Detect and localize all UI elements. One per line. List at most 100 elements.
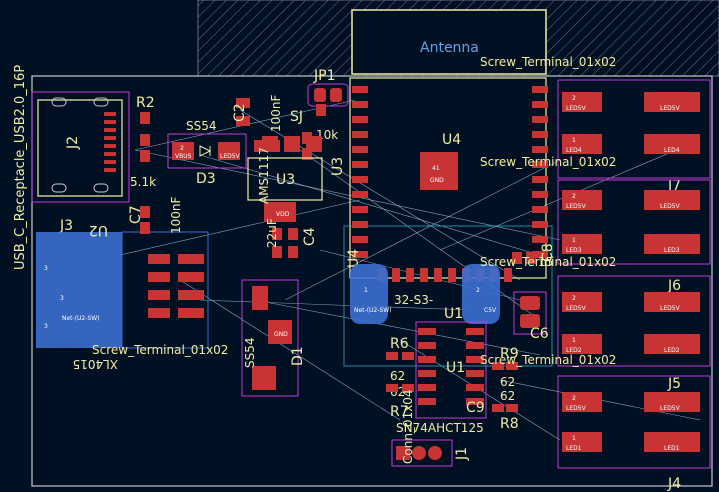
- u4-right-pads: [532, 86, 548, 258]
- c7-capacitor: C7 100nF: [128, 196, 183, 234]
- svg-text:VDD: VDD: [276, 211, 290, 218]
- c6-c8-capacitors: C6 15 C8: [512, 243, 556, 342]
- u1-buffer: U1 U1 SN74AHCT125 C9: [396, 306, 487, 435]
- jp1-jumper: JP1 SJ 10k: [290, 68, 349, 160]
- d3-diode: SS54 2 VBUS LED5V D3: [167, 119, 247, 187]
- svg-text:LED2: LED2: [664, 347, 680, 354]
- d1-value: SS54: [243, 337, 257, 368]
- svg-text:LED4: LED4: [664, 147, 680, 154]
- svg-text:1: 1: [572, 237, 576, 244]
- j3-ref: J3: [59, 218, 73, 234]
- svg-text:LED5V: LED5V: [220, 153, 241, 160]
- sj-ref: SJ: [290, 109, 303, 125]
- ss54-top-value: SS54: [186, 119, 217, 133]
- d1-diode: GND D1 SS54: [241, 279, 306, 397]
- r9-ref: R9: [500, 346, 519, 362]
- led-terminal-j5: J5 2 LED5V LED5V 1 LED1 LED1 J4: [557, 375, 711, 492]
- svg-text:C5V: C5V: [484, 307, 497, 314]
- u4-left-pads: [352, 86, 368, 258]
- svg-text:LED5V: LED5V: [566, 203, 587, 210]
- svg-text:1: 1: [572, 435, 576, 442]
- d1-ref: D1: [290, 346, 306, 366]
- u1-value: SN74AHCT125: [396, 421, 484, 435]
- u2-pads: [148, 254, 204, 318]
- usb-connector-label: USB_C_Receptacle_USB2.0_16P: [13, 65, 28, 270]
- svg-text:LED3: LED3: [566, 247, 582, 254]
- antenna-keepout-zone: Antenna: [197, 0, 719, 77]
- j6-value: Screw_Terminal_01x02: [480, 353, 616, 367]
- antenna-label: Antenna: [420, 40, 479, 56]
- c9-ref: C9: [466, 400, 485, 416]
- svg-text:LED5V: LED5V: [660, 203, 681, 210]
- j1-connector: J1 Conn_01x04: [391, 389, 470, 467]
- u2-ref: U2: [89, 222, 108, 238]
- svg-text:LED5V: LED5V: [660, 305, 681, 312]
- u4-side-ref: U4: [346, 249, 362, 268]
- screw-u2-value: Screw_Terminal_01x02: [92, 343, 228, 357]
- svg-text:2: 2: [180, 145, 184, 152]
- u4-module: U4 41 GND U4 1 Net-(U2-SW) 2 C5V 32-S3-: [343, 77, 553, 367]
- svg-text:LED5V: LED5V: [566, 305, 587, 312]
- svg-text:GND: GND: [430, 177, 444, 184]
- svg-text:3: 3: [60, 295, 64, 302]
- jp1-ref: JP1: [313, 68, 335, 84]
- j7-value: Screw_Terminal_01x02: [480, 255, 616, 269]
- r2-value: 5.1k: [130, 175, 156, 189]
- svg-text:1: 1: [572, 337, 576, 344]
- u3-regulator: U3 U3 VDD AMS1117: [247, 136, 346, 222]
- r2-resistor: R2 5.1k: [130, 95, 156, 189]
- svg-text:LED1: LED1: [664, 445, 680, 452]
- svg-text:Net-(U2-SW): Net-(U2-SW): [354, 307, 392, 314]
- svg-text:LED1: LED1: [566, 445, 582, 452]
- j6-ref: J6: [667, 278, 681, 294]
- r6-ref: R6: [390, 336, 409, 352]
- svg-text:1: 1: [364, 287, 368, 294]
- c6-ref: C6: [530, 326, 549, 342]
- u1-inner-ref: U1: [446, 360, 465, 376]
- board-edge: [31, 75, 713, 487]
- led-terminal-j6: J6 2 LED5V LED5V 1 LED2 LED2 Screw_Termi…: [480, 275, 711, 367]
- c2-ref: C2: [232, 103, 248, 122]
- svg-text:3: 3: [44, 265, 48, 272]
- u3-value: AMS1117: [257, 147, 271, 204]
- c8-ref: C8: [540, 243, 556, 262]
- c7-value: 100nF: [169, 196, 183, 234]
- svg-text:LED3: LED3: [664, 247, 680, 254]
- c2-value: 100nF: [269, 94, 283, 132]
- svg-text:41: 41: [432, 165, 440, 172]
- svg-text:LED5V: LED5V: [566, 105, 587, 112]
- led-terminal-j8: Screw_Terminal_01x02 2 LED5V LED5V 1 LED…: [480, 55, 711, 179]
- svg-text:2: 2: [572, 395, 576, 402]
- svg-text:2: 2: [476, 287, 480, 294]
- c3-c4-capacitors: 22uF C4: [265, 218, 318, 258]
- resistors-r6-r9: R6 62 62 R7 R9 62 62 R8: [386, 336, 519, 432]
- d3-ref: D3: [196, 171, 216, 187]
- svg-text:LED5V: LED5V: [660, 105, 681, 112]
- svg-text:GND: GND: [274, 331, 288, 338]
- esp-value: 32-S3-: [394, 293, 433, 307]
- svg-text:2: 2: [572, 193, 576, 200]
- c3-value: 22uF: [265, 218, 279, 248]
- svg-text:VBUS: VBUS: [175, 153, 192, 160]
- svg-text:LED4: LED4: [566, 147, 582, 154]
- c7-ref: C7: [128, 205, 144, 224]
- j5-ref: J5: [667, 376, 681, 392]
- svg-text:LED5V: LED5V: [660, 405, 681, 412]
- j8-value-2: Screw_Terminal_01x02: [480, 155, 616, 169]
- c8-value: 15: [538, 255, 553, 269]
- j8-value: Screw_Terminal_01x02: [480, 55, 616, 69]
- r8-value: 62: [500, 389, 515, 403]
- j3-connector: J3 3 3 3 Net-(U2-SW) U2 XL4015 Screw_Ter…: [36, 218, 228, 371]
- u4-ref: U4: [442, 132, 461, 148]
- j2-usb-connector: J2: [31, 91, 130, 203]
- u3-ref: U3: [276, 172, 295, 188]
- u2-value: XL4015: [73, 357, 118, 371]
- led-terminal-j7: J7 2 LED5V LED5V 1 LED3 LED3 Screw_Termi…: [480, 178, 711, 269]
- c4-ref: C4: [302, 227, 318, 246]
- svg-text:2: 2: [572, 95, 576, 102]
- r9-value: 62: [500, 375, 515, 389]
- j2-ref: J2: [65, 136, 81, 150]
- r8-ref: R8: [500, 416, 519, 432]
- j1-value: Conn_01x04: [401, 389, 415, 464]
